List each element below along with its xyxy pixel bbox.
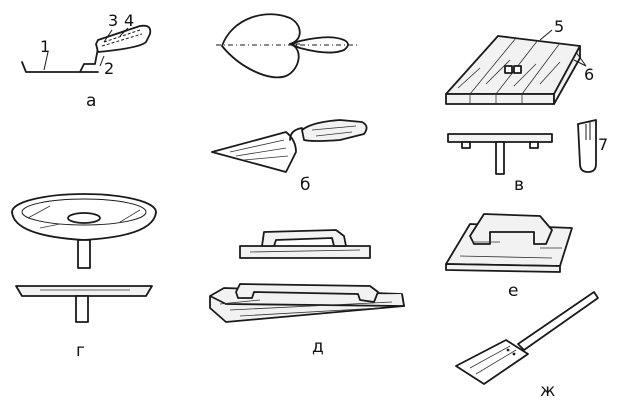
part-number-1: 1 bbox=[40, 37, 50, 56]
trowel-perspective: б bbox=[211, 119, 368, 195]
scraper: ж bbox=[455, 291, 599, 401]
part-number-3: 3 bbox=[108, 11, 118, 30]
trowel-side-profile: 1 2 3 4 а bbox=[21, 11, 152, 111]
caption-a: а bbox=[86, 91, 96, 111]
part-number-6: 6 bbox=[584, 65, 594, 84]
plaster-board: 5 6 bbox=[445, 17, 594, 105]
caption-g: г bbox=[76, 341, 85, 361]
float-large: д bbox=[209, 283, 405, 357]
caption-v: в bbox=[514, 175, 524, 195]
mortar-hawk-side: г bbox=[15, 285, 153, 361]
caption-b: б bbox=[300, 175, 310, 195]
part-number-2: 2 bbox=[104, 59, 114, 78]
plaster-board-side: в bbox=[447, 133, 553, 195]
float-perspective: е bbox=[445, 213, 573, 301]
trowel-top-view bbox=[216, 13, 358, 79]
part-number-5: 5 bbox=[554, 17, 564, 36]
float-small bbox=[239, 229, 371, 259]
caption-zh: ж bbox=[540, 381, 555, 401]
mortar-hawk bbox=[11, 193, 157, 269]
caption-e: е bbox=[508, 281, 518, 301]
caption-d: д bbox=[312, 337, 324, 357]
part-number-4: 4 bbox=[124, 11, 134, 30]
wedge-part: 7 bbox=[577, 119, 608, 173]
part-number-7: 7 bbox=[598, 135, 608, 154]
